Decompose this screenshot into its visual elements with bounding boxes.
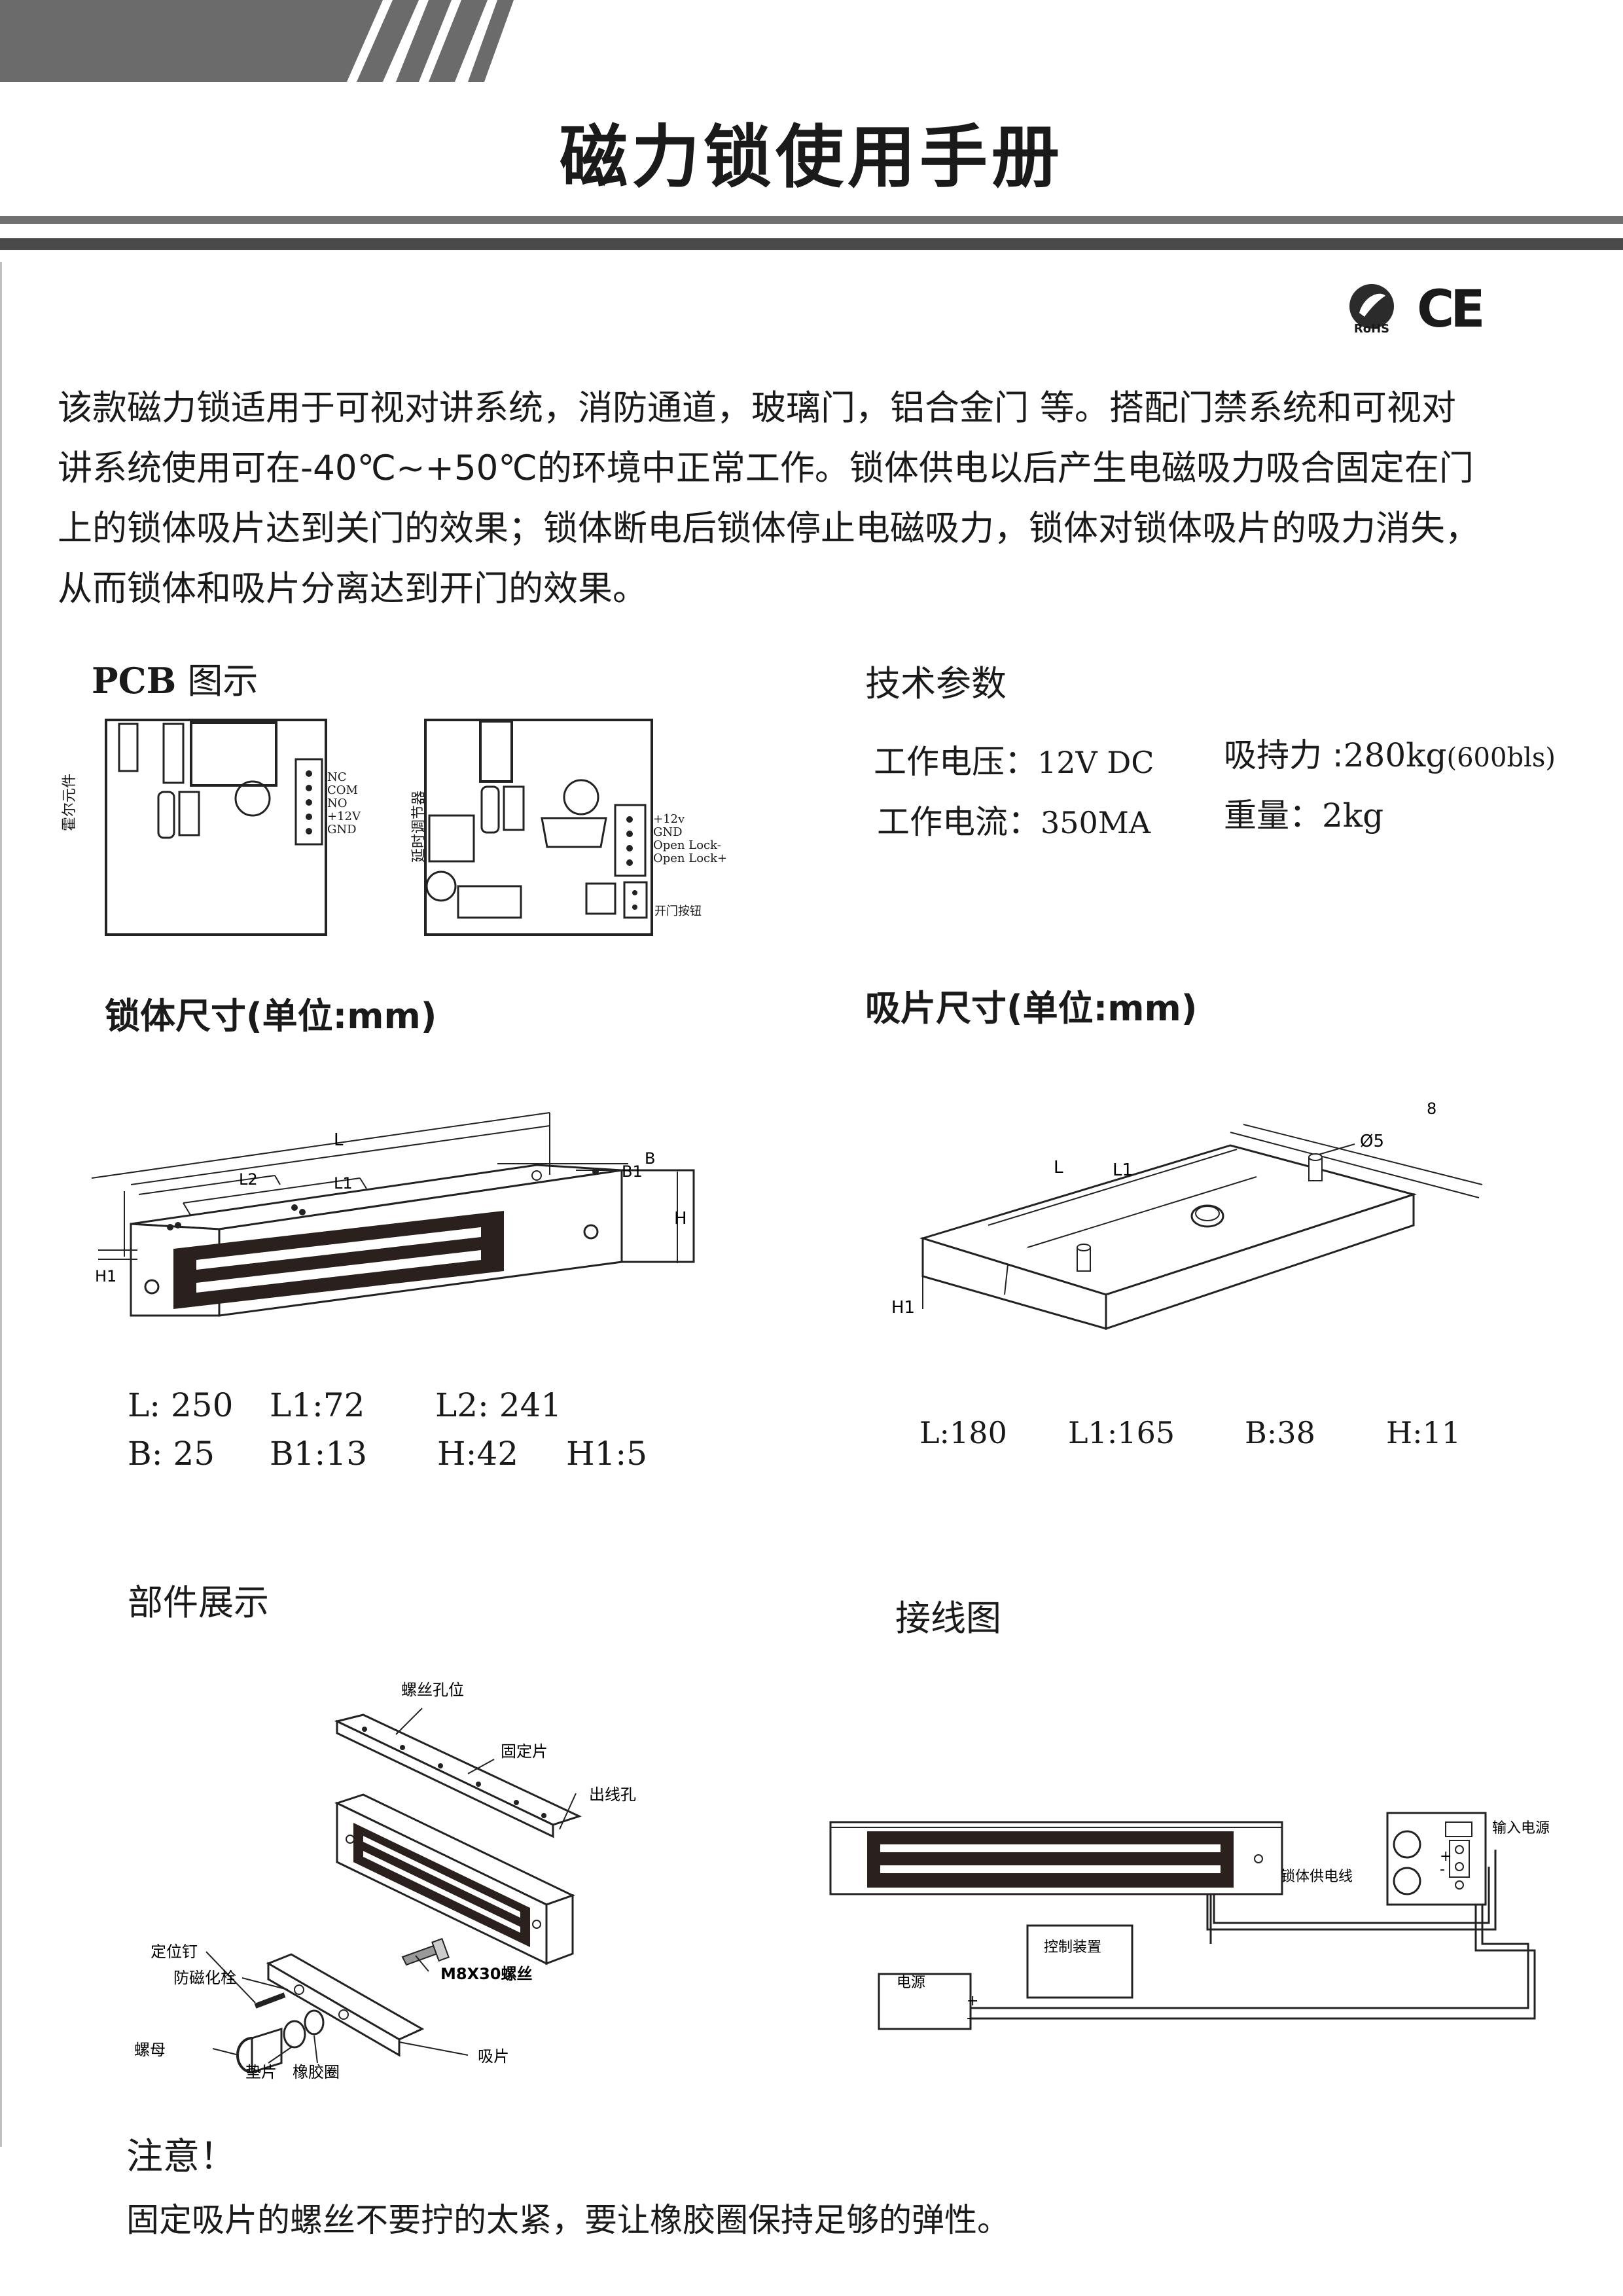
spec-holding-value: 280kg <box>1343 736 1447 774</box>
spec-holding: 吸持力 :280kg(600bls) <box>1224 729 1556 776</box>
title-rule-thin <box>0 238 1623 250</box>
pcb-right-pins: +12v GND Open Lock- Open Lock+ <box>653 813 727 865</box>
rohs-logo: RoHS <box>1345 281 1399 336</box>
lock-dim-L1: L1:72 <box>270 1386 365 1424</box>
ce-mark: CE <box>1417 280 1486 339</box>
spec-current-value: 350MA <box>1041 805 1151 840</box>
part-label-screw: M8X30螺丝 <box>440 1965 532 1983</box>
hall-sensor-label: 霍尔元件 <box>62 773 78 831</box>
plate-label-8: 8 <box>1427 1100 1436 1118</box>
plate-dims-title: 吸片尺寸(单位:mm) <box>865 988 1198 1029</box>
part-label-plate: 吸片 <box>478 2047 509 2066</box>
plate-label-H1: H1 <box>891 1298 915 1318</box>
spec-weight: 重量：2kg <box>1224 789 1383 836</box>
pcb-left-pins: NC COM NO +12V GND <box>327 771 361 836</box>
pin-label: GND <box>327 823 357 836</box>
page-title: 磁力锁使用手册 <box>559 117 1063 197</box>
dim-label-B: B <box>645 1149 655 1168</box>
spec-holding-label: 吸持力 : <box>1224 736 1344 774</box>
plate-drawing: L L1 Ø5 8 H1 <box>890 1086 1492 1361</box>
minus-sign: - <box>1440 1861 1445 1878</box>
part-label-rubber: 橡胶圈 <box>293 2063 340 2081</box>
intro-line: 该款磁力锁适用于可视对讲系统，消防通道，玻璃门，铝合金门 等。搭配门禁系统和可视… <box>58 388 1456 428</box>
plus-sign: + <box>967 1993 978 2009</box>
note-title: 注意！ <box>126 2136 236 2178</box>
dim-label-L2: L2 <box>239 1170 258 1189</box>
rohs-text: RoHS <box>1354 322 1389 336</box>
intro-line: 上的锁体吸片达到关门的效果；锁体断电后锁体停止电磁吸力，锁体对锁体吸片的吸力消失… <box>58 509 1480 548</box>
title-rule-thick <box>0 216 1623 224</box>
header-bar <box>0 0 1623 82</box>
dim-label-H1: H1 <box>95 1267 116 1285</box>
spec-voltage-label: 工作电压： <box>874 743 1037 781</box>
pin-label: +12v <box>653 812 685 826</box>
spec-current-label: 工作电流： <box>877 803 1041 841</box>
plate-dim-L: L:180 <box>919 1415 1007 1450</box>
dim-label-B1: B1 <box>622 1162 643 1181</box>
part-label-wire-hole: 出线孔 <box>589 1785 636 1804</box>
pcb-board-right <box>424 719 653 936</box>
dim-label-H: H <box>674 1209 687 1229</box>
pin-label: NC <box>327 770 347 784</box>
plate-label-L1: L1 <box>1113 1160 1133 1180</box>
intro-line: 讲系统使用可在-40℃~+50℃的环境中正常工作。锁体供电以后产生电磁吸力吸合固… <box>58 448 1474 488</box>
parts-section-title: 部件展示 <box>128 1582 269 1623</box>
left-margin-line <box>0 262 2 2147</box>
part-label-pin: 定位钉 <box>151 1943 198 1961</box>
part-label-fix-plate: 固定片 <box>501 1742 548 1761</box>
pin-label: NO <box>327 797 348 810</box>
part-label-washer: 垫片 <box>245 2063 277 2081</box>
plus-sign: + <box>1440 1848 1452 1865</box>
header-stripes <box>0 0 514 82</box>
intro-paragraph: 该款磁力锁适用于可视对讲系统，消防通道，玻璃门，铝合金门 等。搭配门禁系统和可视… <box>58 378 1589 619</box>
spec-voltage-value: 12V DC <box>1037 745 1154 780</box>
spec-weight-label: 重量： <box>1224 797 1322 834</box>
plate-dim-H: H:11 <box>1386 1415 1461 1450</box>
plate-dim-L1: L1:165 <box>1068 1415 1175 1450</box>
plate-label-d5: Ø5 <box>1360 1132 1384 1151</box>
spec-current: 工作电流：350MA <box>877 796 1150 843</box>
spec-weight-value: 2kg <box>1322 797 1384 834</box>
pin-label: COM <box>327 783 358 797</box>
lock-dim-B: B: 25 <box>128 1435 215 1473</box>
spec-holding-unit: (600bls) <box>1446 743 1556 773</box>
part-label-anti-mag: 防磁化栓 <box>173 1969 236 1987</box>
wiring-input-power: 输入电源 <box>1492 1820 1550 1837</box>
plate-dim-B: B:38 <box>1245 1415 1315 1450</box>
part-label-screw-hole: 螺丝孔位 <box>401 1681 464 1699</box>
pin-label: Open Lock+ <box>653 852 728 865</box>
dim-label-L: L <box>334 1130 344 1150</box>
lock-dim-H1: H1:5 <box>566 1435 648 1473</box>
specs-section-title: 技术参数 <box>865 663 1007 704</box>
note-text: 固定吸片的螺丝不要拧的太紧，要让橡胶圈保持足够的弹性。 <box>126 2201 1010 2239</box>
open-button-label: 开门按钮 <box>654 905 702 918</box>
pcb-board-left <box>105 719 327 936</box>
pin-label: +12V <box>327 810 361 823</box>
wiring-section-title: 接线图 <box>895 1598 1001 1639</box>
lock-dims-title: 锁体尺寸(单位:mm) <box>105 996 437 1037</box>
pin-label: GND <box>653 825 683 839</box>
delay-adjuster-label: 延时调节器 <box>411 790 427 863</box>
wiring-diagram: + - + - 输入电源 锁体供电线 控制装置 电源 <box>828 1812 1550 2030</box>
lock-body-drawing: L L2 L1 B B1 H H1 <box>79 1100 695 1348</box>
plate-label-L: L <box>1054 1158 1063 1177</box>
wiring-power: 电源 <box>897 1975 925 1991</box>
intro-line: 从而锁体和吸片分离达到开门的效果。 <box>58 569 647 609</box>
lock-dim-H: H:42 <box>437 1435 519 1473</box>
dim-label-L1: L1 <box>334 1174 353 1193</box>
wiring-lock-wire: 锁体供电线 <box>1281 1869 1353 1885</box>
lock-dim-B1: B1:13 <box>270 1435 368 1473</box>
spec-voltage: 工作电压：12V DC <box>874 736 1154 783</box>
lock-dim-L2: L2: 241 <box>435 1386 562 1424</box>
minus-sign: - <box>967 2010 972 2026</box>
parts-drawing: 螺丝孔位 固定片 出线孔 定位钉 防磁化栓 M8X30螺丝 螺母 垫片 橡胶圈 … <box>128 1676 690 2081</box>
lock-dim-L: L: 250 <box>128 1386 234 1424</box>
pcb-section-title: PCB 图示 <box>92 652 258 704</box>
part-label-nut: 螺母 <box>134 2041 166 2059</box>
pin-label: Open Lock- <box>653 838 721 852</box>
pcb-title-en: PCB <box>92 660 177 702</box>
wiring-controller: 控制装置 <box>1044 1939 1101 1956</box>
pcb-title-zh: 图示 <box>187 660 259 702</box>
